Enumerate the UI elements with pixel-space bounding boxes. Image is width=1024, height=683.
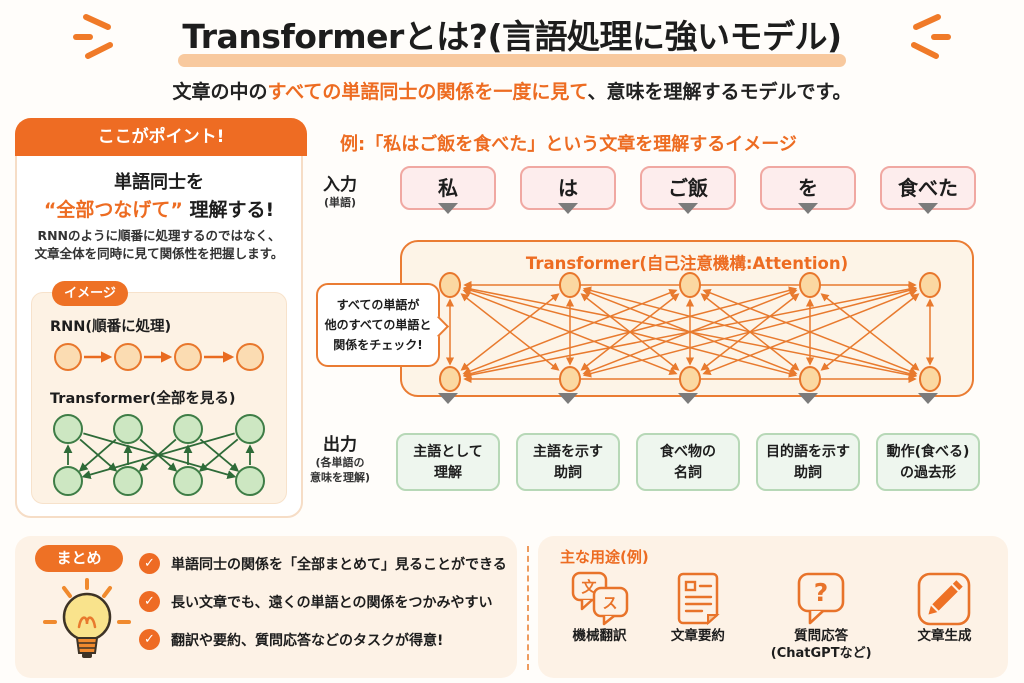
down-arrow-icon — [798, 393, 818, 423]
output-box: 主語を示す助詞 — [516, 433, 620, 491]
attention-callout-bubble: すべての単語が 他のすべての単語と 関係をチェック! — [316, 283, 440, 367]
subtitle-prefix: 文章の中の — [172, 81, 268, 103]
lightbulb-icon — [43, 578, 131, 658]
point-line2-rest: 理解する! — [182, 199, 275, 221]
sparkle-left-icon — [73, 14, 113, 59]
rnn-sequence-diagram — [54, 343, 264, 371]
check-icon: ✓ — [139, 553, 160, 574]
transformer-box-title: Transformer(自己注意機構:Attention) — [525, 254, 849, 273]
input-word-box: 私 — [400, 166, 496, 210]
example-heading: 例:「私はご飯を食べた」という文章を理解するイメージ — [340, 134, 797, 155]
down-arrow-icon — [558, 203, 578, 233]
usecase-text-generation: 文章生成 — [897, 570, 992, 662]
point-line2-highlight: “全部つなげて” — [43, 199, 183, 221]
input-label: 入力 (単語) — [323, 175, 357, 209]
attention-network-diagram — [439, 272, 941, 392]
down-arrow-icon — [678, 393, 698, 423]
usecase-row: 文 ス 機械翻訳 — [552, 570, 992, 662]
pencil-icon — [918, 572, 971, 626]
summary-item: ✓ 単語同士の関係を「全部まとめて」見ることができる — [139, 553, 517, 574]
input-word-box: 食べた — [880, 166, 976, 210]
check-icon: ✓ — [139, 591, 160, 612]
sparkle-right-icon — [911, 14, 951, 59]
summary-list: ✓ 単語同士の関係を「全部まとめて」見ることができる ✓ 長い文章でも、遠くの単… — [139, 553, 517, 650]
image-badge: イメージ — [52, 281, 128, 306]
output-box: 動作(食べる)の過去形 — [876, 433, 980, 491]
output-label: 出力 (各単語の 意味を理解) — [309, 435, 371, 484]
subtitle-suffix: 、意味を理解するモデルです。 — [587, 81, 852, 103]
summary-item: ✓ 長い文章でも、遠くの単語との関係をつかみやすい — [139, 591, 517, 612]
down-arrow-icon — [558, 393, 578, 423]
point-panel-header: ここがポイント! — [15, 118, 307, 156]
summary-badge: まとめ — [35, 545, 123, 572]
translation-bubbles-icon: 文 ス — [571, 571, 628, 626]
svg-text:?: ? — [814, 578, 829, 607]
point-line1: 単語同士を — [114, 172, 204, 193]
down-arrow-icon — [438, 393, 458, 423]
point-body-line2: 文章全体を同時に見て関係性を把握します。 — [34, 246, 284, 261]
input-word-box: は — [520, 166, 616, 210]
usecase-card: 主な用途(例) 文 ス 機械翻訳 — [538, 536, 1008, 678]
question-bubble-icon: ? — [797, 572, 845, 625]
output-box: 主語として理解 — [396, 433, 500, 491]
point-line2: “全部つなげて” 理解する! — [17, 195, 301, 222]
down-arrow-icon — [438, 203, 458, 233]
usecase-heading: 主な用途(例) — [560, 548, 649, 566]
mini-transformer-diagram — [53, 414, 265, 496]
output-box: 食べ物の名詞 — [636, 433, 740, 491]
output-box: 目的語を示す助詞 — [756, 433, 860, 491]
subtitle: 文章の中のすべての単語同士の関係を一度に見て、意味を理解するモデルです。 — [0, 77, 1024, 104]
svg-text:ス: ス — [602, 594, 617, 612]
point-panel: ここがポイント! 単語同士を “全部つなげて” 理解する! RNNのように順番に… — [15, 118, 307, 518]
svg-text:文: 文 — [581, 578, 597, 596]
dashed-divider — [527, 546, 529, 670]
rnn-label: RNN(順番に処理) — [50, 319, 172, 335]
point-body-line1: RNNのように順番に処理するのではなく、 — [37, 228, 281, 243]
subtitle-highlight: すべての単語同士の関係を一度に見て — [267, 81, 588, 103]
down-arrow-icon — [918, 203, 938, 233]
point-body: RNNのように順番に処理するのではなく、 文章全体を同時に見て関係性を把握します… — [17, 227, 301, 263]
image-card: イメージ RNN(順番に処理) Transformer(全部を見る) — [31, 281, 287, 504]
usecase-machine-translation: 文 ス 機械翻訳 — [552, 570, 647, 662]
mini-transformer-label: Transformer(全部を見る) — [50, 391, 236, 407]
summary-item: ✓ 翻訳や要約、質問応答などのタスクが得意! — [139, 629, 517, 650]
summary-card: まとめ ✓ 単語同士の関係を「全部まとめて」見ることができる ✓ — [15, 536, 517, 678]
document-summary-icon — [677, 572, 720, 626]
usecase-question-answering: ? 質問応答 (ChatGPTなど) — [749, 570, 894, 662]
input-word-box: を — [760, 166, 856, 210]
down-arrow-icon — [678, 203, 698, 233]
down-arrow-icon — [798, 203, 818, 233]
title-underline — [178, 54, 846, 67]
down-arrow-icon — [918, 393, 938, 423]
check-icon: ✓ — [139, 629, 160, 650]
input-word-box: ご飯 — [640, 166, 736, 210]
page-title: Transformerとは?(言語処理に強いモデル) — [182, 17, 842, 56]
transformer-box: Transformer(自己注意機構:Attention) — [400, 240, 974, 397]
usecase-summarization: 文章要約 — [650, 570, 745, 662]
